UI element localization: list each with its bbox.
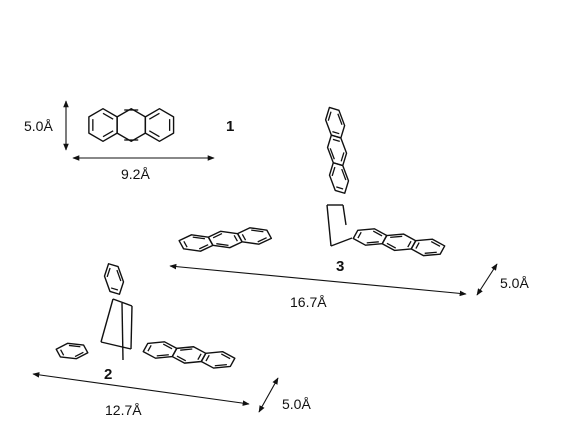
triptycene-right-arm-ring-3-double-bond <box>430 240 441 247</box>
triptycene-left-arm-ring-1-double-bond <box>198 244 209 250</box>
triptycene-left-arm-ring-1 <box>55 342 89 360</box>
triptycene-right-arm-ring-3-double-bond <box>214 363 227 367</box>
triptycene-upper-arm-ring-2-double-bond <box>340 152 345 162</box>
bridgehead-bond <box>130 305 133 350</box>
labels: 5.0Å 9.2Å 1 3 16.7Å 5.0Å 2 12.7Å 5.0Å <box>24 118 529 418</box>
triptycene-right-arm-ring-1-double-bond <box>147 344 152 352</box>
triptycene-upper-arm-ring-3-double-bond <box>332 131 340 135</box>
triptycene-right-arm-ring-2-double-bond <box>407 240 412 248</box>
anthracene-ring-3 <box>144 107 175 143</box>
compound-3-height-arrow <box>476 263 498 296</box>
triptycene-upper-arm-ring-1-double-bond <box>341 168 347 181</box>
triptycene-right-arm-ring-3 <box>200 350 236 369</box>
triptycene-left-arm-ring-1-double-bond <box>68 344 81 348</box>
triptycene-left-arm-ring-2-double-bond <box>212 233 223 239</box>
triptycene-upper-arm-ring-1-double-bond <box>116 269 122 282</box>
anthracene-ring-2 <box>116 107 147 143</box>
triptycene-right-arm-ring-3 <box>410 238 446 257</box>
bridgehead-bond <box>112 298 133 307</box>
compound-3-height-label: 5.0Å <box>500 275 529 291</box>
triptycene-upper-arm-ring-3-double-bond <box>337 113 343 125</box>
anthracene-ring-1-double-bond <box>102 130 114 138</box>
triptycene-right-arm-ring-1-double-bond <box>366 241 379 244</box>
triptycene-right-arm-ring-2-double-bond <box>176 355 187 362</box>
bridgehead-bond <box>326 204 332 247</box>
triptycene-right-arm-ring-2-double-bond <box>390 235 403 239</box>
triptycene-left-arm-ring-1-double-bond <box>183 241 188 248</box>
triptycene-right-arm-ring-2-double-bond <box>386 242 397 249</box>
triptycene-right-arm-ring-3-double-bond <box>415 242 420 249</box>
compound-2-number: 2 <box>104 366 112 383</box>
triptycene-upper-arm-ring-1-double-bond <box>106 267 111 278</box>
triptycene-left-arm-ring-1-double-bond <box>74 351 84 358</box>
bridgehead-bond <box>100 298 114 343</box>
triptycene-upper-arm-ring-2-double-bond <box>332 138 340 143</box>
compound-2-length-arrow <box>32 372 250 406</box>
compound-3-number: 3 <box>336 258 344 275</box>
triptycene-upper-arm-ring-3-double-bond <box>327 111 332 121</box>
triptycene-left-arm-ring-3-double-bond <box>251 229 264 233</box>
compound-2-height-arrow <box>258 377 279 413</box>
triptycene-left-arm-ring-2-double-bond <box>216 243 229 247</box>
triptycene-right-arm-ring-3-double-bond <box>205 354 210 362</box>
compound-3-length-arrow <box>169 263 467 297</box>
compound-1-height-label: 5.0Å <box>24 118 53 134</box>
triptycene-left-arm-ring-3-double-bond <box>241 233 247 241</box>
triptycene-right-arm-ring-2-double-bond <box>197 353 202 360</box>
triptycene-right-arm-ring-1-double-bond <box>357 231 362 239</box>
triptycene-right-arm-ring-1-double-bond <box>162 343 173 350</box>
compound-2-length-label: 12.7Å <box>105 402 142 418</box>
triptycene-upper-arm-ring-1-double-bond <box>331 166 336 177</box>
triptycene-upper-arm-ring-1-double-bond <box>110 287 119 291</box>
triptycene-upper-arm-ring-2-double-bond <box>329 148 335 160</box>
bridgehead-bond <box>100 341 132 350</box>
bridgehead-bond <box>342 204 347 226</box>
dimension-arrows <box>32 100 498 413</box>
triptycene-right-arm-ring-2-double-bond <box>180 348 193 351</box>
triptycene-right-arm-ring-3-double-bond <box>220 353 231 360</box>
compound-2-height-label: 5.0Å <box>282 396 311 412</box>
bridgehead-bond <box>330 237 353 247</box>
triptycene-right-arm-ring-3-double-bond <box>424 251 437 254</box>
triptycene-upper-arm-ring-1 <box>103 263 125 295</box>
triptycene-upper-arm-ring-1-double-bond <box>336 186 344 190</box>
anthracene-ring-1-double-bond <box>102 112 114 120</box>
triptycene-right-arm-ring-1-double-bond <box>156 354 169 357</box>
triptycene-left-arm-ring-1-double-bond <box>60 349 65 356</box>
compound-3-triptycene <box>178 106 446 257</box>
compound-3-length-label: 16.7Å <box>290 294 327 310</box>
compound-1-length-label: 9.2Å <box>121 166 150 182</box>
triptycene-upper-arm-ring-3 <box>324 106 346 139</box>
anthracene-ring-3-double-bond <box>148 112 160 120</box>
compound-1-number: 1 <box>226 118 234 135</box>
bridgehead-bond <box>121 302 124 361</box>
triptycene-left-arm-ring-3 <box>236 227 273 245</box>
triptycene-left-arm-ring-3-double-bond <box>257 237 267 243</box>
triptycene-left-arm-ring-2-double-bond <box>233 234 238 242</box>
compound-2-triptycene <box>55 263 236 369</box>
anthracene-ring-3-double-bond <box>148 130 160 138</box>
compound-1-anthracene <box>88 107 175 143</box>
triptycene-right-arm-ring-1-double-bond <box>372 230 383 237</box>
triptycene-left-arm-ring-1-double-bond <box>192 236 205 240</box>
